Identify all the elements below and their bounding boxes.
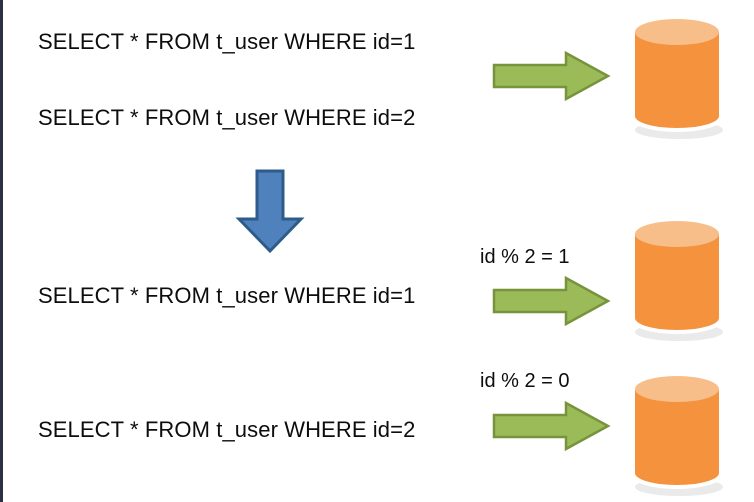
right-arrow-icon-after-2 xyxy=(492,400,611,452)
shard-condition-2: id % 2 = 0 xyxy=(480,370,570,392)
database-cylinder-icon-after-1 xyxy=(626,210,728,341)
sql-query-after-1: SELECT * FROM t_user WHERE id=1 xyxy=(38,283,416,308)
right-arrow-icon-after-1 xyxy=(492,275,611,327)
down-arrow-icon-transition xyxy=(229,168,311,254)
sql-query-before-2: SELECT * FROM t_user WHERE id=2 xyxy=(38,105,416,130)
sql-query-before-1: SELECT * FROM t_user WHERE id=1 xyxy=(38,29,416,54)
right-arrow-icon-before xyxy=(492,50,611,102)
sql-query-after-2: SELECT * FROM t_user WHERE id=2 xyxy=(38,417,416,442)
slide-left-edge-strip xyxy=(0,0,3,502)
database-cylinder-icon-after-2 xyxy=(626,365,728,496)
shard-condition-1: id % 2 = 1 xyxy=(480,246,570,268)
database-cylinder-icon-before xyxy=(626,8,728,139)
